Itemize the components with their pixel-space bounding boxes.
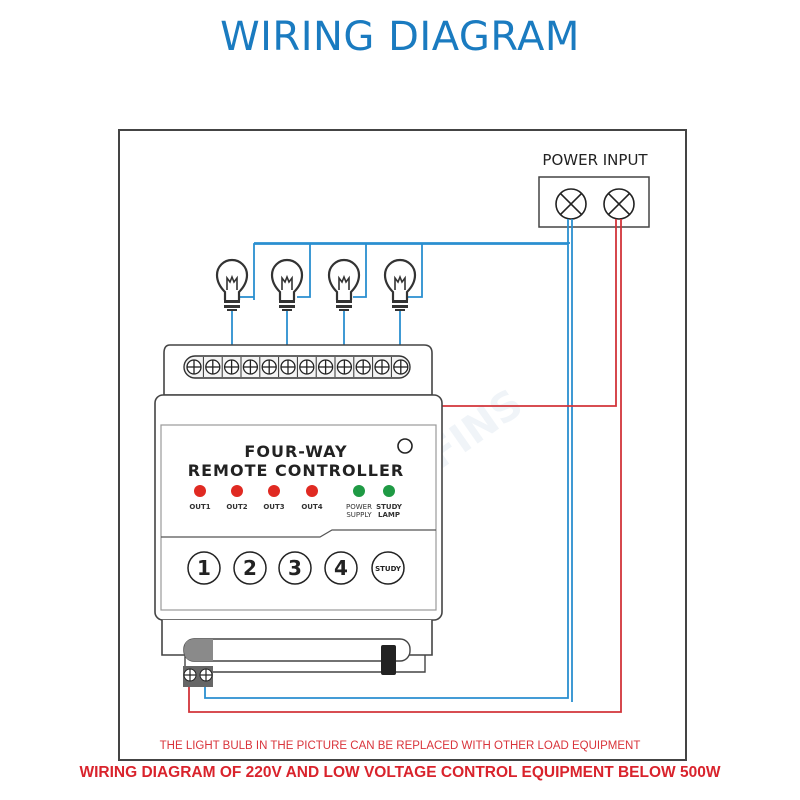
indicator-label: OUT3: [263, 503, 284, 511]
ir-receiver-icon: [397, 438, 413, 454]
footer-caption: WIRING DIAGRAM OF 220V AND LOW VOLTAGE C…: [79, 764, 721, 781]
button-label: 2: [243, 556, 257, 580]
power-input-label: POWER INPUT: [542, 151, 648, 169]
indicator-label: POWER: [346, 503, 372, 511]
indicator-label: OUT1: [189, 503, 210, 511]
power-terminal-live-icon: [603, 188, 635, 220]
load-note: THE LIGHT BULB IN THE PICTURE CAN BE REP…: [160, 740, 641, 752]
screw-icon: [202, 357, 221, 377]
terminal-screws: [186, 357, 409, 377]
indicator-out3: OUT3: [263, 485, 285, 511]
button-study[interactable]: STUDY: [371, 551, 405, 585]
low-voltage-terminal: [183, 666, 213, 687]
button-label: 1: [197, 556, 211, 580]
screw-icon: [278, 357, 296, 377]
screw-icon: [199, 668, 213, 682]
button-3[interactable]: 3: [278, 551, 312, 585]
button-label: 3: [288, 556, 302, 580]
indicator-label: OUT4: [301, 503, 322, 511]
screw-icon: [353, 357, 371, 377]
indicator-out2: OUT2: [226, 485, 248, 511]
button-label: STUDY: [375, 565, 402, 573]
light-bulb-icon: [270, 258, 304, 311]
light-bulb-icon: [383, 258, 417, 311]
indicator-study-lamp: STUDY LAMP: [376, 485, 403, 519]
button-4[interactable]: 4: [324, 551, 358, 585]
page-title: WIRING DIAGRAM: [220, 14, 580, 60]
indicator-label: LAMP: [378, 511, 400, 519]
screw-icon: [221, 357, 240, 377]
screw-icon: [315, 357, 334, 377]
screw-icon: [372, 357, 390, 377]
light-bulb-icon: [327, 258, 361, 311]
screw-icon: [390, 357, 409, 377]
controller-name-line2: REMOTE CONTROLLER: [188, 461, 404, 480]
button-label: 4: [334, 556, 348, 580]
screw-icon: [183, 668, 197, 682]
controller-name-line1: FOUR-WAY: [244, 442, 347, 461]
din-rail-clip: [183, 638, 411, 675]
indicator-out1: OUT1: [189, 485, 211, 511]
screw-icon: [334, 357, 353, 377]
button-2[interactable]: 2: [233, 551, 267, 585]
indicator-label: SUPPLY: [346, 511, 372, 519]
screw-icon: [259, 357, 277, 377]
screw-icon: [240, 357, 259, 377]
power-terminal-neutral-icon: [555, 188, 587, 220]
button-1[interactable]: 1: [187, 551, 221, 585]
load-bulbs: [215, 258, 417, 311]
screw-icon: [186, 359, 202, 375]
indicator-label: STUDY: [376, 503, 403, 511]
screw-icon: [296, 357, 315, 377]
indicator-power-supply: POWER SUPPLY: [346, 485, 372, 519]
light-bulb-icon: [215, 258, 249, 311]
diagram-frame: [118, 129, 687, 761]
indicator-out4: OUT4: [301, 485, 323, 511]
indicator-label: OUT2: [226, 503, 247, 511]
